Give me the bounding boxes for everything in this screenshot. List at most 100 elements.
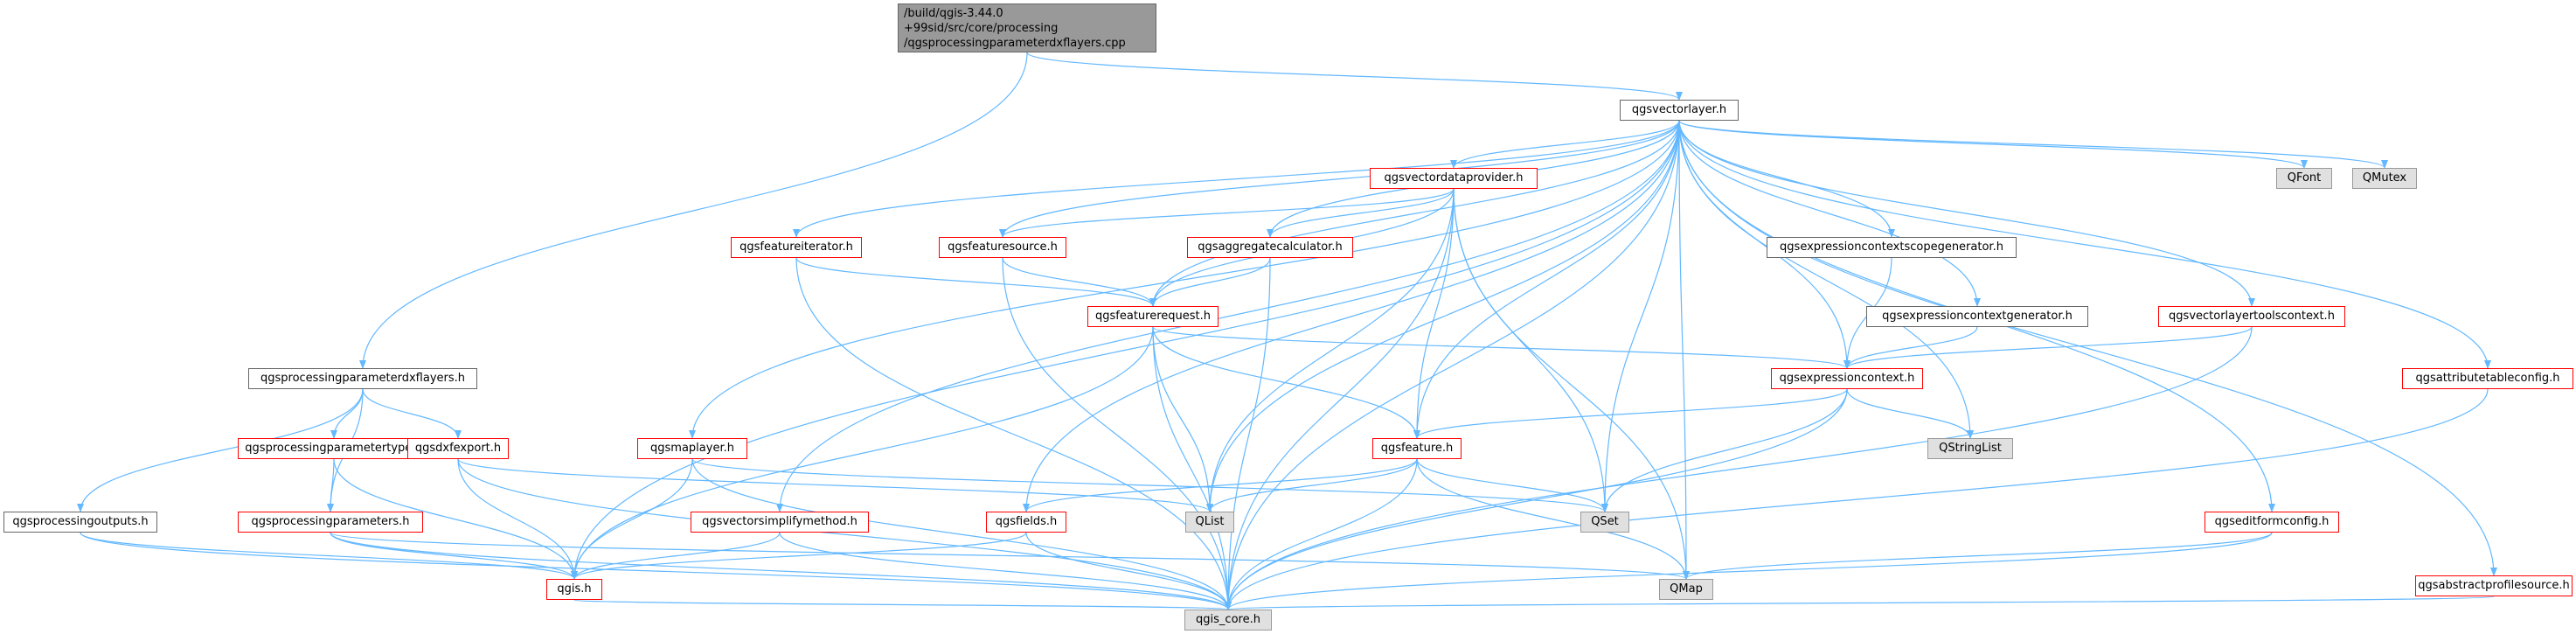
edge-qgsvectorsimplifymethod-to-qgis_core <box>779 532 1232 610</box>
edge-qgsvectorlayer-to-qgsfeaturerequest <box>1149 120 1680 307</box>
edge-qgsvectorlayer-to-qgis <box>571 120 1680 580</box>
edge-qgsmaplayer-to-qgis_core <box>691 458 1232 610</box>
node-qgsprocessingoutputs[interactable]: qgsprocessingoutputs.h <box>3 512 157 533</box>
dependency-edges <box>77 52 2497 610</box>
edge-qgsfeatureiterator-to-qgsfeaturerequest <box>795 257 1156 307</box>
node-qgsfeaturesource[interactable]: qgsfeaturesource.h <box>939 237 1066 258</box>
edge-qgsvectorlayer-to-qstringlist <box>1678 120 1974 439</box>
edge-qgsprocessingoutputs-to-qgis <box>80 532 578 580</box>
edge-qgsvectorlayer-to-qmap <box>1678 120 1690 580</box>
edge-qgsvectorlayer-to-qgsvectordataprovider <box>1450 120 1680 169</box>
edge-qgsmaplayer-to-qset <box>691 458 1608 512</box>
node-qgsvectorsimplifymethod[interactable]: qgsvectorsimplifymethod.h <box>691 512 869 533</box>
edge-qgsfeature-to-qmap <box>1416 458 1690 580</box>
edge-qgsvectordataprovider-to-qgsaggregatecalculator <box>1267 188 1455 238</box>
node-qgsprocessingparametertype[interactable]: qgsprocessingparametertype.h <box>238 438 430 459</box>
node-qgsexpressioncontextscopegenerator[interactable]: qgsexpressioncontextscopegenerator.h <box>1767 237 2017 258</box>
edge-qgsvectorlayer-to-qlist <box>1206 120 1680 512</box>
root-line-2: +99sid/src/core/processing <box>904 22 1059 35</box>
edge-qgsvectorlayer-to-qgsfeatureiterator <box>793 120 1680 238</box>
edge-qgsprocessingparameterdxflayers-to-qgsprocessingoutputs <box>77 388 364 512</box>
node-qlist: QList <box>1185 512 1234 533</box>
edge-qgsvectorlayer-to-qfont <box>1678 120 2308 169</box>
edge-qgseditformconfig-to-qmap <box>1683 532 2273 580</box>
node-qgsfields[interactable]: qgsfields.h <box>986 512 1066 533</box>
node-qgsaggregatecalculator[interactable]: qgsaggregatecalculator.h <box>1187 237 1353 258</box>
node-qmap: QMap <box>1659 579 1713 600</box>
edge-qgsfeature-to-qgis_core <box>1225 458 1418 610</box>
node-qmutex: QMutex <box>2352 168 2417 189</box>
node-qgsmaplayer[interactable]: qgsmaplayer.h <box>637 438 747 459</box>
root-line-1: /build/qgis-3.44.0 <box>904 7 1003 20</box>
edge-qgsfields-to-qgis <box>571 532 1027 580</box>
node-qgis-core: qgis_core.h <box>1184 610 1272 631</box>
edge-qgsaggregatecalculator-to-qgsfeaturerequest <box>1149 257 1271 307</box>
node-qgsprocessingparameters[interactable]: qgsprocessingparameters.h <box>238 512 423 533</box>
edge-qgsmaplayer-to-qgis <box>571 458 693 580</box>
edge-qgsfeaturerequest-to-qgsexpressioncontext <box>1152 326 1850 369</box>
edge-qgsvectorlayer-to-qgsfeature <box>1413 120 1680 439</box>
edge-qgsfeaturerequest-to-qgis <box>571 326 1154 580</box>
node-qgseditformconfig[interactable]: qgseditformconfig.h <box>2205 512 2339 533</box>
node-qgsfeature[interactable]: qgsfeature.h <box>1372 438 1462 459</box>
root-file-node[interactable]: /build/qgis-3.44.0 +99sid/src/core/proce… <box>898 3 1156 52</box>
edge-qgsvectordataprovider-to-qlist <box>1206 188 1455 512</box>
node-qgsexpressioncontextgenerator[interactable]: qgsexpressioncontextgenerator.h <box>1866 306 2088 327</box>
node-qset: QSet <box>1580 512 1629 533</box>
edge-qgsexpressioncontextgenerator-to-qgsexpressioncontext <box>1843 326 1978 369</box>
node-qgsattributetableconfig[interactable]: qgsattributetableconfig.h <box>2402 368 2573 389</box>
edge-qgsprocessingparameters-to-qgis_core <box>330 532 1232 610</box>
edge-qgsfeature-to-qset <box>1416 458 1608 512</box>
edge-root-to-qgsprocessingparameterdxflayers <box>359 52 1028 369</box>
edge-qgsvectorlayertoolscontext-to-qgsexpressioncontext <box>1843 326 2253 369</box>
edge-qgsvectorlayer-to-qgsvectorlayertoolscontext <box>1678 120 2255 307</box>
edge-qgsdxfexport-to-qgis_core <box>457 458 1232 610</box>
edge-qgsprocessingparameters-to-qmap <box>330 532 1690 580</box>
edge-qgsexpressioncontext-to-qstringlist <box>1846 388 1974 439</box>
edge-qgsexpressioncontext-to-qset <box>1601 388 1848 512</box>
node-qgsvectordataprovider[interactable]: qgsvectordataprovider.h <box>1370 168 1538 189</box>
node-qgis[interactable]: qgis.h <box>546 579 602 600</box>
edge-qgsexpressioncontext-to-qgis_core <box>1225 388 1848 610</box>
edge-qgsfields-to-qgis_core <box>1025 532 1232 610</box>
node-qgsvectorlayer[interactable]: qgsvectorlayer.h <box>1620 100 1739 121</box>
edge-qgsvectorlayer-to-qgsattributetableconfig <box>1678 120 2491 369</box>
edge-qgsvectordataprovider-to-qmap <box>1453 188 1690 580</box>
node-qgsdxfexport[interactable]: qgsdxfexport.h <box>407 438 509 459</box>
root-line-3: /qgsprocessingparameterdxflayers.cpp <box>904 37 1126 50</box>
edge-qgsfeaturerequest-to-qgsfeature <box>1152 326 1420 439</box>
edge-root-to-qgsvectorlayer <box>1026 52 1683 101</box>
edge-qgsprocessingparametertype-to-qgsprocessingparameters <box>327 458 335 512</box>
node-qgsfeaturerequest[interactable]: qgsfeaturerequest.h <box>1087 306 1219 327</box>
edge-qgsdxfexport-to-qgis <box>457 458 578 580</box>
edge-qgsvectorlayer-to-qmutex <box>1678 120 2388 169</box>
edge-qgsvectorlayer-to-qgsvectorsimplifymethod <box>776 120 1680 512</box>
edge-qgsvectorlayer-to-qset <box>1601 120 1680 512</box>
edge-qgsfeature-to-qgsfields <box>1023 458 1418 512</box>
edge-qgsprocessingparameters-to-qgis <box>330 532 578 580</box>
edge-qgsvectorlayer-to-qgsexpressioncontextgenerator <box>1678 120 1981 307</box>
node-qgsprocessingparameterdxflayers[interactable]: qgsprocessingparameterdxflayers.h <box>248 368 477 389</box>
node-qgsabstractprofilesource[interactable]: qgsabstractprofilesource.h <box>2415 575 2573 596</box>
node-qgsfeatureiterator[interactable]: qgsfeatureiterator.h <box>731 237 862 258</box>
node-qgsvectorlayertoolscontext[interactable]: qgsvectorlayertoolscontext.h <box>2158 306 2345 327</box>
edge-qgsvectorlayer-to-qgsfeaturesource <box>999 120 1680 238</box>
edge-qgsabstractprofilesource-to-qgis_core <box>1226 596 2495 610</box>
edge-qgsprocessingoutputs-to-qgis_core <box>80 532 1232 610</box>
edge-qgsprocessingparameterdxflayers-to-qgsdxfexport <box>362 388 462 439</box>
edge-qgsexpressioncontext-to-qgsfeature <box>1413 388 1848 439</box>
edge-qgis-to-qgis_core <box>573 599 1231 610</box>
edge-qgseditformconfig-to-qgis_core <box>1225 532 2273 610</box>
edge-qgsfeatureiterator-to-qgis_core <box>795 257 1232 610</box>
edge-qgsvectorsimplifymethod-to-qgis <box>571 532 781 580</box>
node-qstringlist: QStringList <box>1927 438 2013 459</box>
edge-qgsvectordataprovider-to-qgsfeaturesource <box>999 188 1455 238</box>
edge-qgsfeaturerequest-to-qlist <box>1152 326 1213 512</box>
edge-qgsvectorlayer-to-qgis_core <box>1225 120 1680 610</box>
node-qgsexpressioncontext[interactable]: qgsexpressioncontext.h <box>1771 368 1923 389</box>
edge-qgsattributetableconfig-to-qgis_core <box>1225 388 2489 610</box>
edge-qgsprocessingparametertype-to-qgis <box>333 458 578 580</box>
edge-qgsvectorlayer-to-qgsabstractprofilesource <box>1678 120 2497 576</box>
